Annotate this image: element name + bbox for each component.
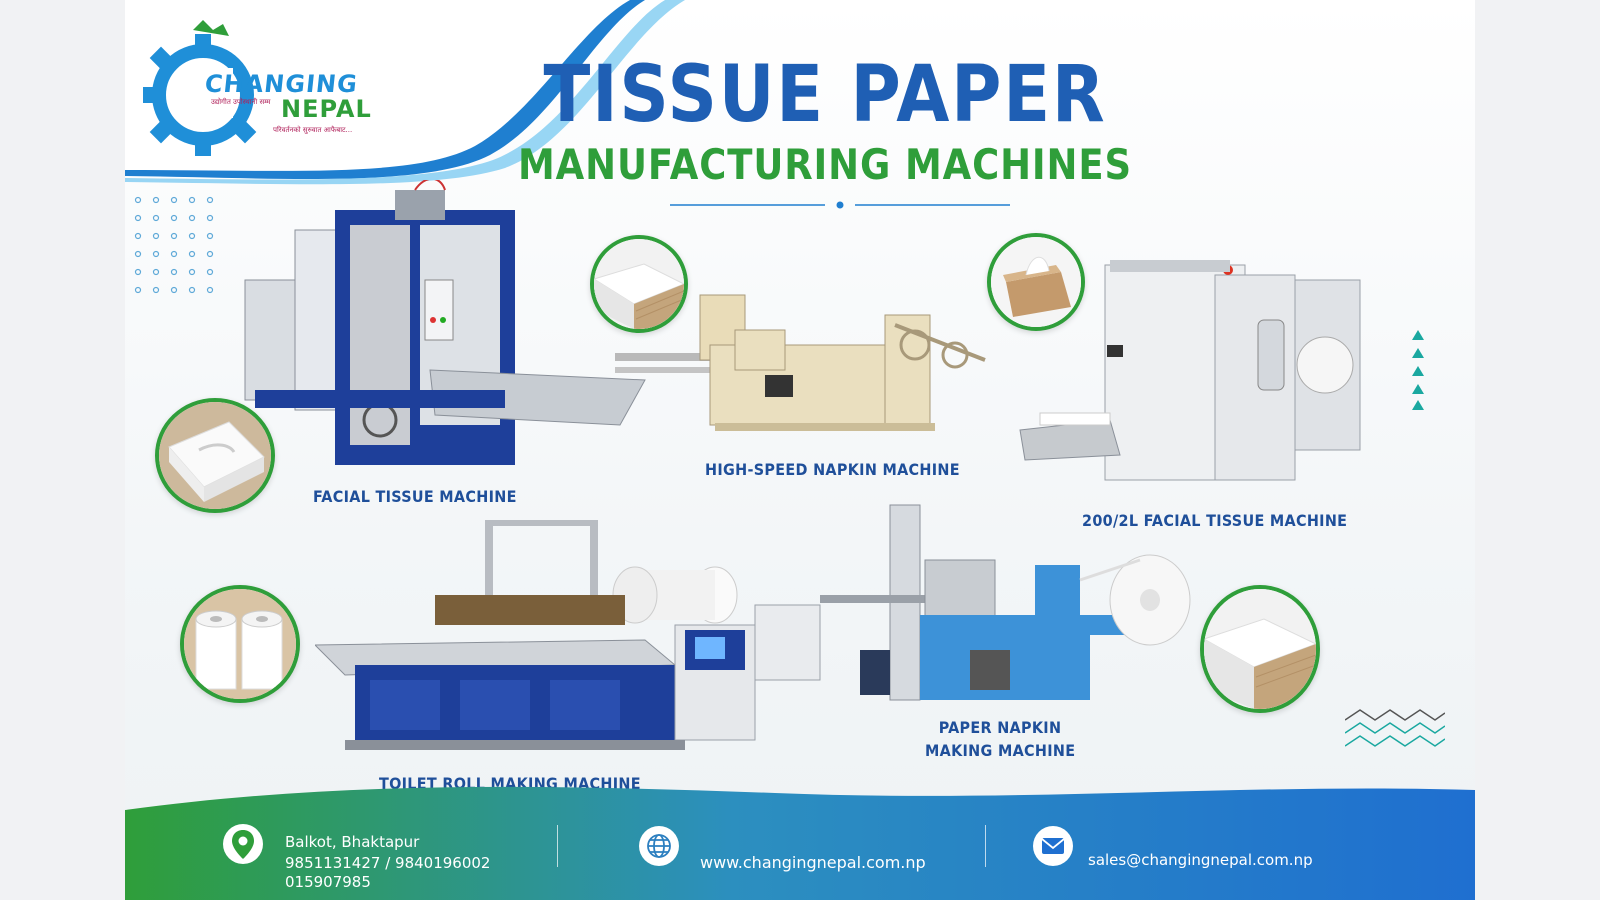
napkin-stack-icon <box>1204 589 1316 709</box>
high-speed-napkin-machine-image <box>615 294 986 431</box>
page-subtitle: MANUFACTURING MACHINES <box>518 140 1132 189</box>
napkin-stack-icon <box>594 239 684 329</box>
toilet-roll-machine-image <box>315 520 821 750</box>
decorative-dots <box>134 196 214 294</box>
high-speed-napkin-machine-label: HIGH-SPEED NAPKIN MACHINE <box>705 460 960 479</box>
toilet-rolls-icon <box>184 589 296 699</box>
facial-tissue-machine-image <box>244 180 646 465</box>
napkin-thumbnail-2 <box>1200 585 1320 713</box>
tissue-box-thumbnail <box>987 233 1085 331</box>
facial-tissue-thumbnail <box>155 398 275 513</box>
poster: CHANGING उद्योगीत उपोस्थानी सम्म NEPAL प… <box>125 0 1475 900</box>
brand-tagline2: परिवर्तनको सुरुवात आफैबाट... <box>273 126 353 134</box>
footer-website-link[interactable]: www.changingnepal.com.np <box>700 853 926 872</box>
facial-tissue-machine-label: FACIAL TISSUE MACHINE <box>313 487 517 506</box>
footer-background <box>125 786 1475 900</box>
tissue-box-icon <box>991 237 1081 327</box>
facial-tissue-box-icon <box>159 402 271 509</box>
toilet-rolls-thumbnail <box>180 585 300 703</box>
decorative-triangles <box>1412 330 1424 410</box>
footer-email-link[interactable]: sales@changingnepal.com.np <box>1088 851 1313 869</box>
napkin-thumbnail-1 <box>590 235 688 333</box>
brand-name-line1: CHANGING <box>203 70 360 98</box>
200-2l-facial-tissue-machine-image <box>1019 260 1361 481</box>
footer-separator <box>557 825 558 867</box>
brand-logo: CHANGING उद्योगीत उपोस्थानी सम्म NEPAL प… <box>143 20 383 160</box>
globe-icon <box>639 826 679 866</box>
decorative-zigzag <box>1345 709 1445 747</box>
paper-napkin-machine-image <box>820 504 1191 701</box>
brand-tagline1: उद्योगीत उपोस्थानी सम्म <box>211 98 271 106</box>
footer-phone-landline: 015907985 <box>285 873 371 891</box>
footer-phone-mobile: 9851131427 / 9840196002 <box>285 854 491 872</box>
footer-separator <box>985 825 986 867</box>
gear-icon <box>143 20 257 156</box>
footer-address: Balkot, Bhaktapur <box>285 833 420 851</box>
paper-napkin-machine-label: PAPER NAPKIN MAKING MACHINE <box>925 716 1075 762</box>
title-divider <box>670 201 1010 209</box>
page-title: TISSUE PAPER <box>543 50 1107 140</box>
paper-napkin-label-line1: PAPER NAPKIN <box>938 718 1062 737</box>
brand-name-line2: NEPAL <box>281 95 372 123</box>
mail-icon <box>1033 826 1073 866</box>
200-2l-facial-tissue-machine-label: 200/2L FACIAL TISSUE MACHINE <box>1082 511 1348 530</box>
location-pin-icon <box>223 824 263 864</box>
paper-napkin-label-line2: MAKING MACHINE <box>925 741 1076 760</box>
